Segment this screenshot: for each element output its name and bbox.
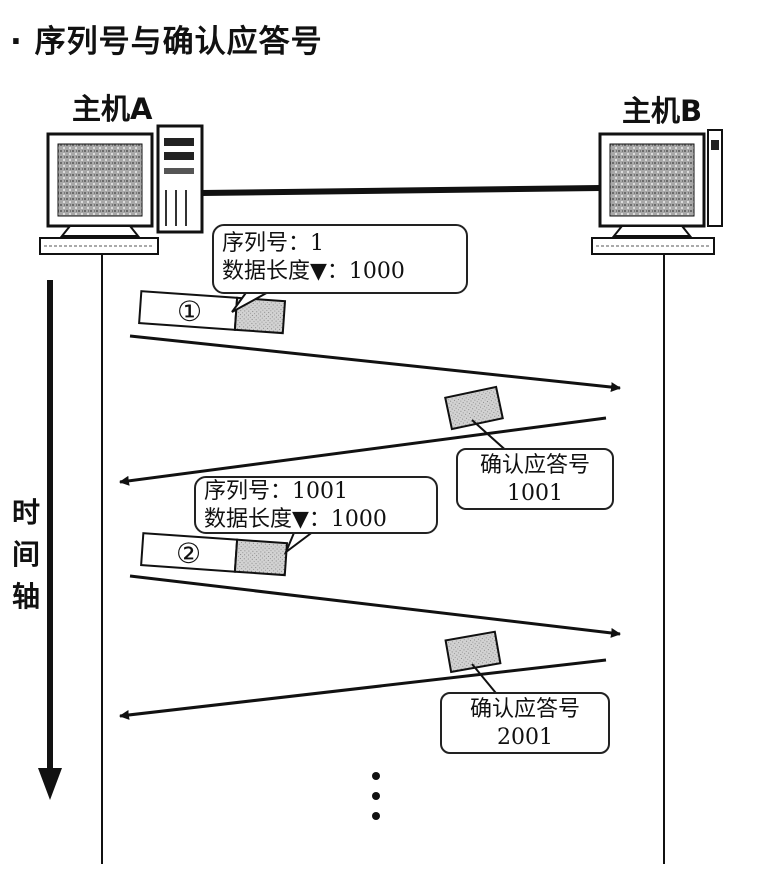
time-axis-char: 轴 (11, 580, 40, 613)
continuation-dot (372, 812, 380, 820)
time-axis-label: 时 间 轴 (10, 492, 42, 618)
time-axis-char: 时 (11, 496, 40, 529)
page-title: · 序列号与确认应答号 (10, 24, 323, 60)
host-a-label: 主机A (72, 92, 153, 126)
len-label: 数据长度▼： (204, 507, 331, 532)
host-b-label: 主机B (622, 94, 703, 128)
seq-label: 序列号： (204, 479, 293, 504)
segment-2-arrow (129, 574, 621, 638)
ack-value: 2001 (497, 725, 553, 750)
len-label: 数据长度▼： (222, 259, 349, 284)
segment-1-callout: 序列号：1 数据长度▼：1000 (212, 224, 468, 294)
ack-1-arrow (119, 416, 607, 486)
continuation-dot (372, 792, 380, 800)
len-value: 1000 (348, 259, 405, 284)
ack-value: 1001 (507, 481, 563, 506)
segment-2-seq-row: 序列号：1001 (204, 478, 428, 506)
ack-label: 确认应答号 (469, 697, 580, 722)
segment-2-callout-tail (283, 527, 319, 555)
ack-2-arrow (119, 658, 607, 720)
ack-2-callout: 确认应答号 2001 (440, 692, 610, 754)
segment-2-callout: 序列号：1001 数据长度▼：1000 (194, 476, 438, 534)
segment-1-len-row: 数据长度▼：1000 (222, 258, 458, 286)
ack-1-callout: 确认应答号 1001 (456, 448, 614, 510)
seq-value: 1 (310, 231, 325, 256)
segment-2-marker: ② (176, 537, 202, 570)
segment-1-seq-row: 序列号：1 (222, 230, 458, 258)
segment-2-len-row: 数据长度▼：1000 (204, 506, 428, 534)
len-value: 1000 (330, 507, 387, 532)
continuation-dot (372, 772, 380, 780)
time-axis-char: 间 (11, 538, 40, 571)
segment-1-packet-icon (138, 290, 287, 335)
host-b-computer-icon (591, 129, 723, 255)
segment-1-arrow (129, 334, 621, 393)
ack-label: 确认应答号 (479, 453, 590, 478)
segment-1-marker: ① (177, 295, 203, 328)
host-a-computer-icon (39, 124, 204, 255)
network-cable (201, 185, 601, 196)
seq-value: 1001 (292, 479, 349, 504)
time-axis-arrowhead-icon (38, 768, 62, 800)
segment-1-callout-tail (231, 289, 273, 313)
seq-label: 序列号： (222, 231, 311, 256)
segment-2-packet-icon (140, 532, 289, 577)
